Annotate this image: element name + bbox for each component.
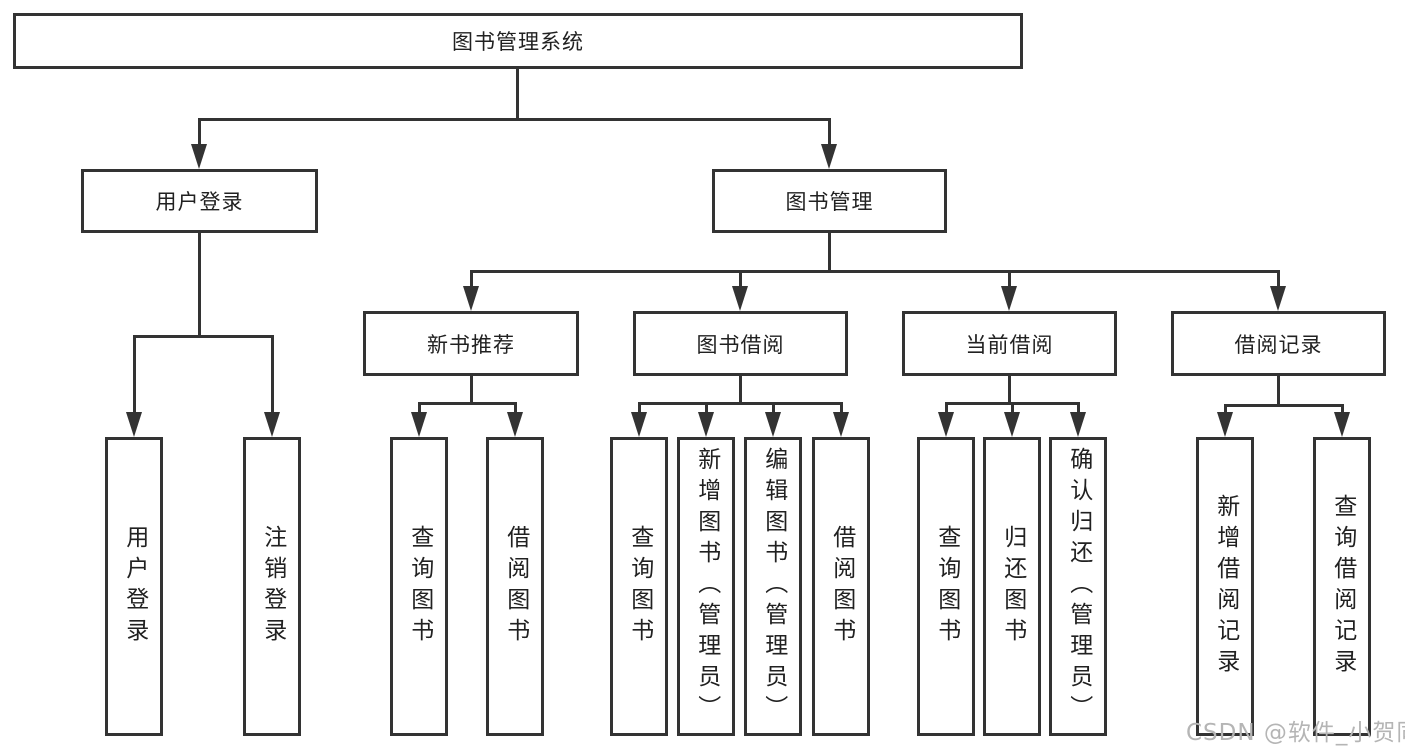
- connector-borrow-record-stem: [1277, 270, 1280, 288]
- arrowhead-down-icon: [698, 412, 714, 437]
- connector-leaf-stem: [514, 402, 517, 414]
- node-new-book-label: 新书推荐: [427, 332, 515, 357]
- node-borrow-record: 借阅记录: [1171, 311, 1386, 376]
- leaf-borrow-borrow: 借阅图书: [812, 437, 870, 736]
- leaf-logout: 注销登录: [243, 437, 301, 736]
- connector-book-mgmt-hline: [471, 270, 1279, 273]
- node-user-login-label: 用户登录: [155, 190, 244, 214]
- leaf-borrow-add-admin: 新增图书（管理员）: [677, 437, 735, 736]
- connector-new-book-hline: [419, 402, 516, 405]
- leaf-label: 归还图书: [999, 524, 1026, 649]
- leaf-current-confirm-admin: 确认归还（管理员）: [1049, 437, 1107, 736]
- connector-user-login-vline: [198, 233, 201, 337]
- leaf-current-query: 查询图书: [917, 437, 975, 736]
- arrowhead-down-icon: [1270, 286, 1286, 311]
- node-root-label: 图书管理系统: [452, 30, 584, 54]
- connector-current-borrow-vline: [1008, 376, 1011, 404]
- leaf-borrow-edit-admin: 编辑图书（管理员）: [744, 437, 802, 736]
- connector-leaf-stem: [133, 335, 136, 414]
- arrowhead-down-icon: [821, 144, 837, 169]
- leaf-user-login: 用户登录: [105, 437, 163, 736]
- connector-leaf-stem: [271, 335, 274, 414]
- arrowhead-down-icon: [1001, 286, 1017, 311]
- leaf-label: 用户登录: [121, 524, 148, 649]
- arrowhead-down-icon: [1004, 412, 1020, 437]
- arrowhead-down-icon: [631, 412, 647, 437]
- connector-user-login-stem: [198, 118, 201, 147]
- connector-book-borrow-hline: [639, 402, 842, 405]
- node-book-borrow: 图书借阅: [633, 311, 848, 376]
- node-current-borrow: 当前借阅: [902, 311, 1117, 376]
- leaf-record-query: 查询借阅记录: [1313, 437, 1371, 736]
- connector-leaf-stem: [840, 402, 843, 414]
- leaf-label: 查询图书: [626, 524, 653, 649]
- arrowhead-down-icon: [126, 412, 142, 437]
- connector-current-borrow-stem: [1008, 270, 1011, 288]
- node-current-borrow-label: 当前借阅: [965, 332, 1054, 357]
- connector-leaf-stem: [638, 402, 641, 414]
- arrowhead-down-icon: [1070, 412, 1086, 437]
- leaf-current-return: 归还图书: [983, 437, 1041, 736]
- leaf-newbook-borrow: 借阅图书: [486, 437, 544, 736]
- node-book-borrow-label: 图书借阅: [696, 332, 785, 357]
- connector-root-hline: [198, 118, 831, 121]
- leaf-label: 新增借阅记录: [1212, 493, 1239, 680]
- connector-new-book-stem: [470, 270, 473, 288]
- csdn-watermark: CSDN @软件_小贺同学: [1186, 720, 1405, 746]
- node-borrow-record-label: 借阅记录: [1234, 332, 1323, 357]
- connector-book-borrow-vline: [739, 376, 742, 404]
- arrowhead-down-icon: [411, 412, 427, 437]
- arrowhead-down-icon: [732, 286, 748, 311]
- node-user-login: 用户登录: [81, 169, 318, 233]
- connector-user-login-hline: [134, 335, 273, 338]
- arrowhead-down-icon: [1217, 412, 1233, 437]
- connector-leaf-stem: [945, 402, 948, 414]
- connector-book-borrow-stem: [739, 270, 742, 288]
- leaf-label: 借阅图书: [502, 524, 529, 649]
- connector-new-book-vline: [470, 376, 473, 404]
- connector-leaf-stem: [418, 402, 421, 414]
- node-book-mgmt-label: 图书管理: [785, 190, 874, 214]
- arrowhead-down-icon: [507, 412, 523, 437]
- node-root: 图书管理系统: [13, 13, 1023, 69]
- connector-leaf-stem: [705, 402, 708, 414]
- node-book-mgmt: 图书管理: [712, 169, 947, 233]
- leaf-newbook-query: 查询图书: [390, 437, 448, 736]
- leaf-label: 查询借阅记录: [1329, 493, 1356, 680]
- connector-leaf-stem: [1077, 402, 1080, 414]
- connector-leaf-stem: [1341, 404, 1344, 414]
- connector-leaf-stem: [1224, 404, 1227, 414]
- connector-borrow-record-hline: [1225, 404, 1343, 407]
- node-new-book: 新书推荐: [363, 311, 579, 376]
- arrowhead-down-icon: [833, 412, 849, 437]
- arrowhead-down-icon: [938, 412, 954, 437]
- leaf-label: 借阅图书: [828, 524, 855, 649]
- leaf-label: 查询图书: [933, 524, 960, 649]
- connector-root-vline: [516, 69, 519, 120]
- leaf-label: 查询图书: [406, 524, 433, 649]
- connector-book-mgmt-vline: [828, 233, 831, 272]
- connector-book-mgmt-stem: [828, 118, 831, 147]
- arrowhead-down-icon: [765, 412, 781, 437]
- connector-leaf-stem: [772, 402, 775, 414]
- connector-borrow-record-vline: [1277, 375, 1280, 406]
- leaf-label: 新增图书（管理员）: [693, 447, 720, 726]
- leaf-record-add: 新增借阅记录: [1196, 437, 1254, 736]
- leaf-borrow-query: 查询图书: [610, 437, 668, 736]
- leaf-label: 确认归还（管理员）: [1065, 447, 1092, 726]
- arrowhead-down-icon: [191, 144, 207, 169]
- leaf-label: 注销登录: [259, 524, 286, 649]
- arrowhead-down-icon: [1334, 412, 1350, 437]
- arrowhead-down-icon: [264, 412, 280, 437]
- leaf-label: 编辑图书（管理员）: [760, 447, 787, 726]
- arrowhead-down-icon: [463, 286, 479, 311]
- connector-leaf-stem: [1011, 402, 1014, 414]
